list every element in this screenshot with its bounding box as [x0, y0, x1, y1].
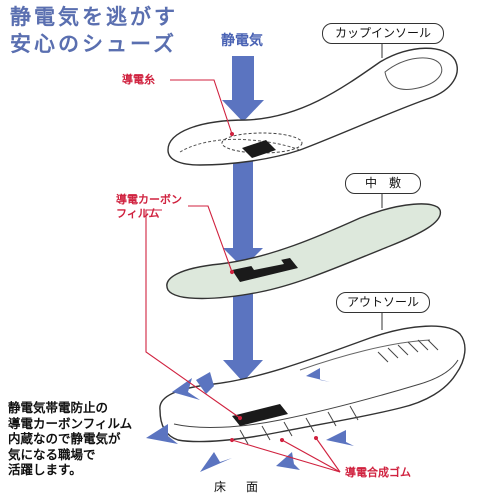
dispersal-arrows	[146, 368, 354, 472]
note-line: 静電気帯電防止の	[8, 400, 109, 415]
spark-arrow-icon	[326, 430, 354, 446]
down-arrow-icon	[222, 100, 264, 122]
flow-arrow-shaft-mid	[233, 160, 253, 252]
static-flow-arrow	[222, 56, 264, 382]
note-line: 気になる職場で	[8, 446, 96, 462]
flow-arrow-shaft-low	[233, 285, 253, 363]
carbon-film-label: 導電カーボン フィルム	[116, 193, 182, 221]
flow-arrow-shaft-top	[232, 56, 254, 104]
conductive-thread-label: 導電糸	[122, 73, 155, 86]
cup-insole-label: カップインソール	[322, 23, 444, 44]
leader-lines	[145, 79, 341, 473]
note-line: 活躍します。	[8, 462, 82, 477]
midsole-label: 中 敷	[345, 173, 421, 194]
spark-arrow-icon	[200, 452, 232, 472]
note-line: 導電カーボンフィルム	[8, 415, 133, 431]
note-line: 内蔵なので静電気が	[8, 431, 121, 446]
spark-arrow-icon	[276, 452, 300, 470]
cup-insole-shape	[167, 47, 458, 166]
description-note: 静電気帯電防止の 導電カーボンフィルム 内蔵なので静電気が 気になる職場で 活躍…	[8, 400, 132, 478]
spark-arrow-icon	[172, 378, 200, 400]
page-title: 静電気を逃がす 安心のシューズ	[10, 4, 178, 58]
spark-arrow-icon	[306, 368, 330, 382]
outsole-label: アウトソール	[336, 292, 430, 313]
carbon-film-label-line-2: フィルム	[116, 207, 160, 220]
down-arrow-icon	[223, 360, 263, 382]
carbon-film-label-line-1: 導電カーボン	[116, 193, 182, 206]
outsole-shape	[159, 325, 466, 445]
static-electricity-label: 静電気	[221, 33, 263, 49]
spark-arrow-icon	[146, 424, 178, 444]
title-line-2: 安心のシューズ	[10, 32, 177, 56]
floor-label: 床面	[214, 480, 279, 494]
carbon-film-top	[242, 140, 276, 158]
midsole-shape	[166, 203, 442, 300]
down-arrow-icon	[223, 248, 263, 268]
carbon-film-bottom	[232, 404, 288, 426]
title-line-1: 静電気を逃がす	[10, 5, 178, 29]
conductive-rubber-label: 導電合成ゴム	[345, 466, 411, 479]
spark-arrow-icon	[196, 372, 214, 394]
